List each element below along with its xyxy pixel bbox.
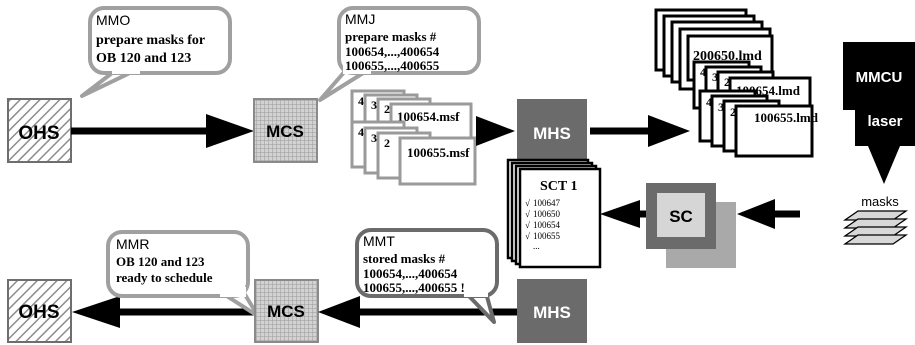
- msf1-num-1: 3: [371, 98, 377, 112]
- lmd-back-name: 200650.lmd: [693, 49, 762, 64]
- mmo-title: MMO: [96, 12, 130, 28]
- msf1-name: 100654.msf: [397, 109, 460, 124]
- mmcu-label: MMCU: [856, 69, 903, 86]
- ohs-label-bottom: OHS: [18, 302, 59, 323]
- lmd-files: 200650.lmd 4 3 2 100654.lmd 4 3 2 100655…: [654, 8, 819, 158]
- mcs-box-bottom: MCS: [254, 279, 319, 343]
- msf1-num-2: 2: [384, 102, 390, 116]
- sct-item-1: 100650: [533, 209, 561, 219]
- mmt-line3: 100655,...,400655 !: [363, 280, 465, 295]
- mmr-line2: ready to schedule: [116, 270, 213, 285]
- bubble-mmr: MMR OB 120 and 123 ready to schedule: [106, 230, 260, 318]
- mmj-line3: 100655,...,400655: [345, 58, 440, 73]
- arrow-msf-to-mhs: [476, 116, 515, 146]
- sct-item-3: 100655: [533, 231, 561, 241]
- lmd1-num-0: 4: [700, 65, 706, 79]
- sct-item-4: ...: [533, 241, 540, 251]
- lmd2-num-1: 3: [718, 100, 724, 114]
- mmj-title: MMJ: [345, 11, 375, 27]
- sct-title: SCT 1: [540, 179, 577, 194]
- mmj-line1: prepare masks #: [345, 29, 437, 44]
- lmd2-num-2: 2: [730, 105, 736, 119]
- arrow-mcs-to-ohs: [72, 296, 255, 328]
- bubble-mmo: MMO prepare masks for OB 120 and 123: [80, 6, 232, 98]
- arrow-sc-to-sct: [600, 200, 646, 228]
- sc-label: SC: [669, 207, 693, 226]
- mhs-label-bottom: MHS: [533, 303, 571, 322]
- mmr-line1: OB 120 and 123: [116, 254, 205, 269]
- mmo-line1: prepare masks for: [96, 33, 205, 48]
- mhs-box-bottom: MHS: [517, 279, 587, 343]
- mhs-label-top: MHS: [533, 124, 571, 143]
- masks-label: masks: [861, 194, 899, 209]
- sct-check-0: √: [525, 198, 530, 208]
- mmj-line2: 100654,...,400654: [345, 44, 440, 59]
- mhs-box-top: MHS: [517, 99, 587, 165]
- mcs-label-top: MCS: [266, 122, 304, 141]
- msf2-name: 100655.msf: [407, 145, 470, 160]
- msf2-num-1: 3: [371, 131, 377, 145]
- arrow-ohs-to-mcs: [71, 114, 254, 148]
- sct-item-0: 100647: [533, 198, 561, 208]
- mcs-label-bottom: MCS: [267, 302, 305, 321]
- msf-stack-2: 4 3 2 100655.msf: [350, 120, 477, 186]
- arrow-mhs-to-lmd: [590, 115, 690, 147]
- mmr-title: MMR: [116, 236, 149, 252]
- msf2-num-0: 4: [358, 125, 364, 139]
- mmt-line1: stored masks #: [363, 251, 446, 266]
- ohs-label-top: OHS: [18, 123, 59, 144]
- arrow-masks-to-sc: [737, 199, 800, 229]
- mcs-box-top: MCS: [253, 98, 318, 163]
- msf2-num-2: 2: [384, 136, 390, 150]
- sc-box: SC: [646, 183, 736, 268]
- msf1-num-0: 4: [358, 94, 364, 108]
- masks-stack: masks: [842, 194, 909, 245]
- mmo-line2: OB 120 and 123: [96, 51, 191, 66]
- lmd1-num-2: 2: [724, 75, 730, 89]
- ohs-box-top: OHS: [7, 98, 72, 163]
- sct-check-2: √: [525, 220, 530, 230]
- sct-list: SCT 1 √ 100647 √ 100650 √ 100654 √ 10065…: [506, 158, 602, 269]
- sct-item-2: 100654: [533, 220, 561, 230]
- ohs-box-bottom: OHS: [7, 279, 72, 343]
- lmd2-name: 100655.lmd: [754, 110, 819, 125]
- laser-label: laser: [867, 113, 902, 130]
- bubble-mmt: MMT stored masks # 100654,...,400654 100…: [355, 228, 499, 324]
- mmcu-laser: MMCU laser: [843, 42, 915, 184]
- mmt-title: MMT: [363, 233, 395, 249]
- sct-check-1: √: [525, 209, 530, 219]
- bubble-mmj: MMJ prepare masks # 100654,...,400654 10…: [318, 6, 481, 102]
- sct-check-3: √: [525, 231, 530, 241]
- mmt-line2: 100654,...,400654: [363, 266, 458, 281]
- lmd2-num-0: 4: [706, 95, 712, 109]
- lmd1-num-1: 3: [712, 70, 718, 84]
